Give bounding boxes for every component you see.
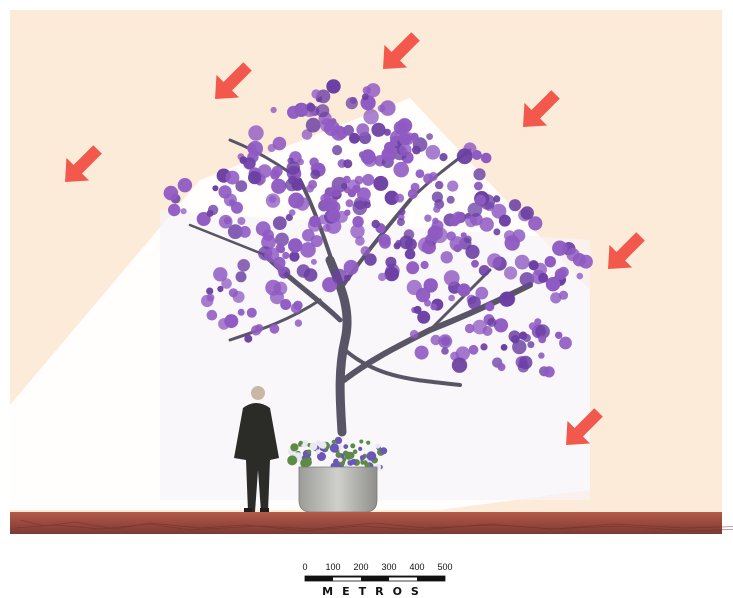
ground-strip xyxy=(10,512,722,534)
scale-unit-label: METROS xyxy=(305,585,445,598)
scale-label-500: 500 xyxy=(437,562,452,572)
scale-bar xyxy=(305,576,445,581)
scale-label-300: 300 xyxy=(381,562,396,572)
scale-label-0: 0 xyxy=(302,562,307,572)
scale-label-400: 400 xyxy=(409,562,424,572)
scale-label-100: 100 xyxy=(325,562,340,572)
scale-label-200: 200 xyxy=(353,562,368,572)
